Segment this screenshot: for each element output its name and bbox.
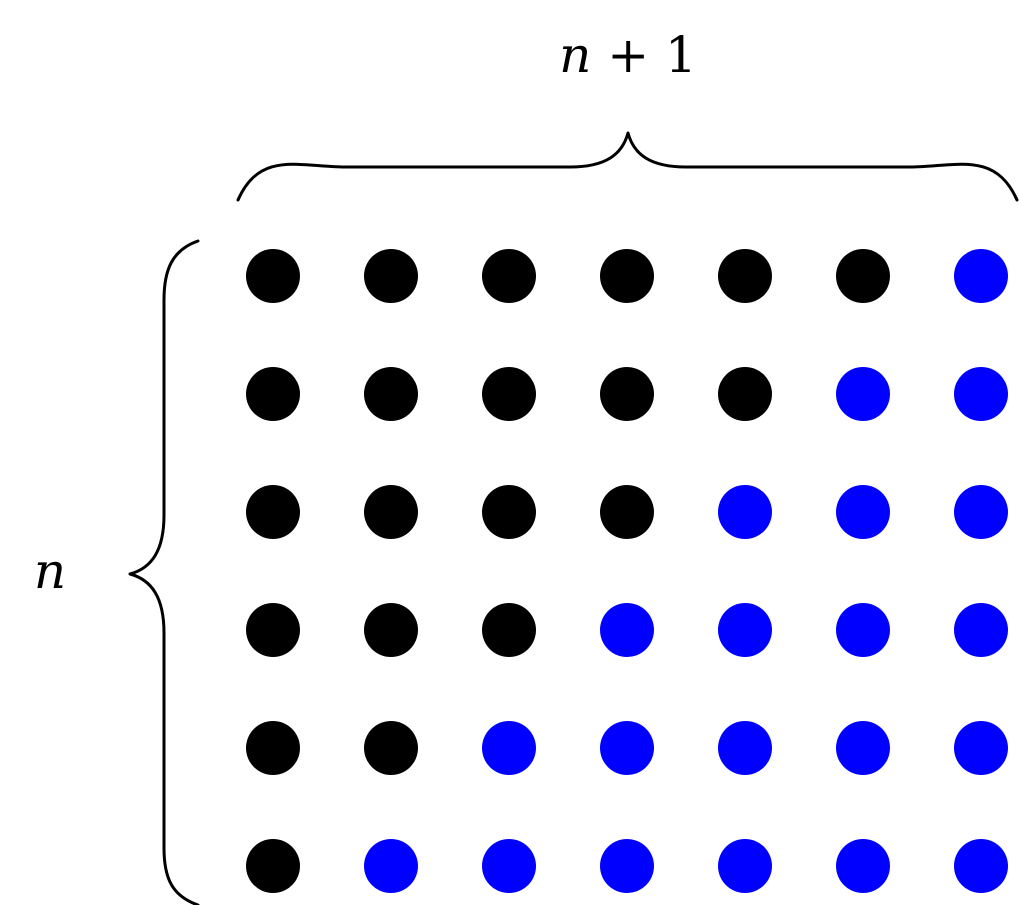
black-dot (600, 367, 654, 421)
black-dot (482, 249, 536, 303)
black-dot (600, 249, 654, 303)
black-dot (836, 249, 890, 303)
top-label-var: n (559, 26, 591, 84)
blue-dot (718, 603, 772, 657)
blue-dot (718, 485, 772, 539)
black-dot (246, 485, 300, 539)
blue-dot (836, 485, 890, 539)
side-label: n (34, 542, 66, 600)
top-label-op: + (591, 26, 665, 84)
blue-dot (954, 721, 1008, 775)
top-label-num: 1 (665, 26, 697, 84)
black-dot (364, 721, 418, 775)
black-dot (482, 485, 536, 539)
black-dot (246, 603, 300, 657)
blue-dot (954, 603, 1008, 657)
left-brace (128, 239, 200, 905)
blue-dot (600, 603, 654, 657)
black-dot (482, 367, 536, 421)
black-dot (600, 485, 654, 539)
blue-dot (836, 839, 890, 893)
top-brace (236, 131, 1019, 202)
black-dot (718, 249, 772, 303)
black-dot (718, 367, 772, 421)
blue-dot (718, 839, 772, 893)
black-dot (364, 249, 418, 303)
black-dot (364, 603, 418, 657)
top-label: n + 1 (559, 26, 697, 84)
blue-dot (718, 721, 772, 775)
blue-dot (954, 249, 1008, 303)
blue-dot (954, 367, 1008, 421)
black-dot (246, 249, 300, 303)
blue-dot (600, 721, 654, 775)
blue-dot (600, 839, 654, 893)
black-dot (246, 721, 300, 775)
dot-grid (246, 249, 1008, 893)
blue-dot (954, 839, 1008, 893)
blue-dot (364, 839, 418, 893)
blue-dot (836, 603, 890, 657)
blue-dot (482, 721, 536, 775)
blue-dot (482, 839, 536, 893)
blue-dot (954, 485, 1008, 539)
black-dot (246, 839, 300, 893)
black-dot (482, 603, 536, 657)
black-dot (246, 367, 300, 421)
black-dot (364, 367, 418, 421)
black-dot (364, 485, 418, 539)
blue-dot (836, 367, 890, 421)
blue-dot (836, 721, 890, 775)
